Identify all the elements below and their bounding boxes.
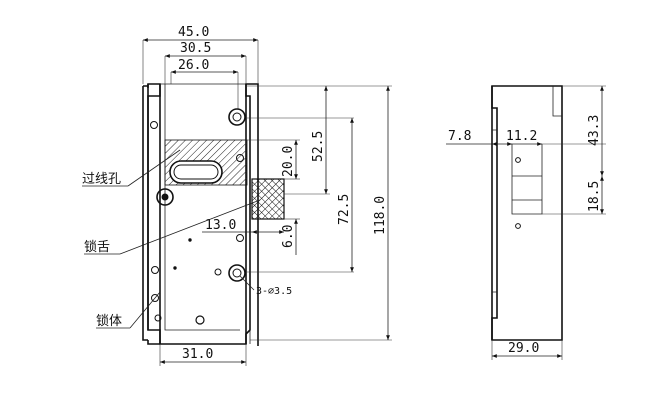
- hole-callout: 3-⌀3.5: [256, 286, 292, 297]
- front-view: 45.0 30.5 26.0 31.0 13.0: [82, 25, 392, 366]
- side-dim-11-2: 11.2: [506, 129, 537, 144]
- callouts: 过线孔 锁舌 锁体: [82, 149, 261, 329]
- dim-31: 31.0: [182, 347, 213, 362]
- side-view: 43.3 18.5 7.8 11.2 29.0: [446, 85, 606, 360]
- dim-45: 45.0: [178, 25, 209, 40]
- side-dim-7-8: 7.8: [448, 129, 471, 144]
- dim-20: 20.0: [281, 146, 296, 177]
- bottom-dimension: 31.0: [159, 344, 247, 366]
- label-lock-body: 锁体: [96, 313, 122, 329]
- side-body-outline: [491, 85, 563, 341]
- wire-hole-slot: [169, 160, 223, 184]
- side-dim-29: 29.0: [508, 341, 539, 356]
- lock-tongue: [251, 178, 285, 220]
- label-wire-hole: 过线孔: [82, 172, 121, 187]
- dim-52-5: 52.5: [311, 131, 326, 162]
- dim-26: 26.0: [178, 58, 209, 73]
- hole-note: 3-⌀3.5: [239, 275, 292, 297]
- dim-6: 6.0: [281, 225, 296, 248]
- dim-30-5: 30.5: [180, 41, 211, 56]
- top-dimensions: 45.0 30.5 26.0: [142, 25, 259, 110]
- mounting-holes: [150, 108, 246, 325]
- vertical-dimensions: 52.5 20.0 6.0 72.5 118.0: [246, 85, 392, 341]
- dim-72-5: 72.5: [337, 194, 352, 225]
- side-dim-43-3: 43.3: [587, 115, 602, 146]
- side-dim-18-5: 18.5: [587, 181, 602, 212]
- dim-13-group: 13.0: [202, 218, 284, 234]
- dim-13: 13.0: [205, 218, 236, 233]
- dim-118: 118.0: [373, 196, 388, 235]
- label-lock-tongue: 锁舌: [84, 239, 110, 255]
